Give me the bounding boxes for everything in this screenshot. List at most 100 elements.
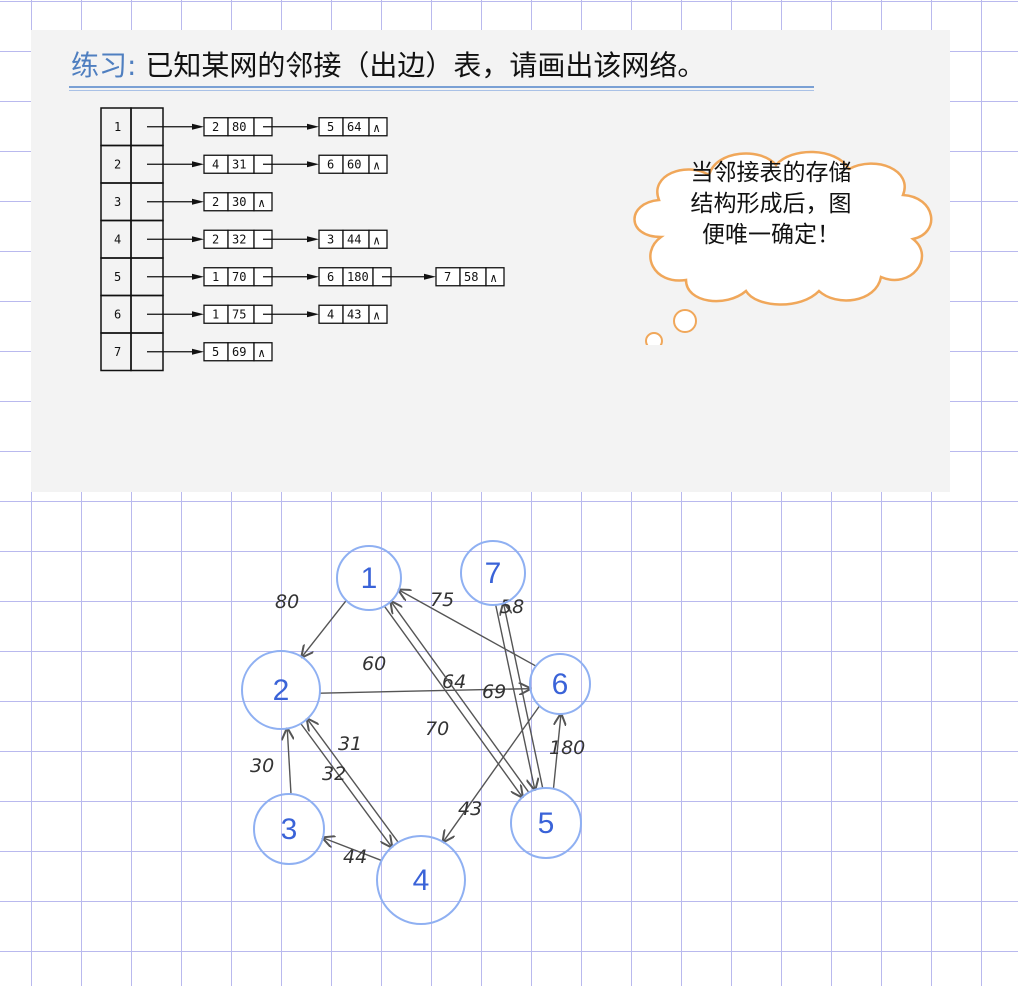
edge-node-next — [368, 154, 388, 174]
vertex-label: 2 — [114, 157, 121, 171]
graph-edge — [443, 705, 540, 842]
null-symbol: ∧ — [373, 158, 380, 172]
edge-node-next — [368, 117, 388, 137]
link-arrowhead — [192, 123, 204, 130]
cloud-line: 结构形成后，图 — [690, 191, 852, 217]
thought-cloud — [633, 150, 933, 345]
edge-weight-label: 58 — [464, 270, 478, 284]
vertex-label: 6 — [114, 307, 121, 321]
graph-node — [241, 650, 321, 730]
edge-weight-label: 70 — [232, 270, 246, 284]
graph-node — [376, 835, 466, 925]
edge-weight: 44 — [343, 846, 367, 868]
graph-node — [253, 793, 325, 865]
edge-to-label: 4 — [212, 157, 219, 171]
edge-node-next — [368, 304, 388, 324]
title-label: 练习: — [71, 49, 137, 82]
edge-to-label: 6 — [327, 270, 334, 284]
graph-edge — [495, 604, 535, 789]
graph-edge — [399, 590, 537, 667]
edge-weight-label: 180 — [347, 270, 369, 284]
link-arrowhead — [192, 311, 204, 318]
edge-weight: 32 — [322, 763, 346, 785]
title-rule — [69, 86, 814, 88]
graph-edge — [552, 714, 560, 789]
link-arrowhead — [192, 236, 204, 243]
graph-node — [529, 653, 591, 715]
link-arrowhead — [307, 123, 319, 130]
edge-weight: 70 — [425, 718, 449, 740]
edge-node-next — [253, 192, 273, 212]
vertex-label: 5 — [114, 270, 121, 284]
edge-weight: 30 — [250, 755, 274, 777]
graph-edge — [302, 600, 347, 657]
vertex-label: 3 — [114, 195, 121, 209]
edge-to-label: 2 — [212, 195, 219, 209]
edge-weight-label: 32 — [232, 232, 246, 246]
graph-edge — [307, 719, 399, 843]
edge-weight-label: 31 — [232, 157, 246, 171]
link-arrowhead — [192, 273, 204, 280]
graph-edge — [300, 723, 392, 847]
graph-node — [510, 787, 582, 859]
graph-edge — [383, 605, 522, 797]
node-label: 5 — [538, 807, 555, 840]
node-label: 7 — [485, 557, 502, 590]
edge-weight-label: 64 — [347, 120, 361, 134]
edge-weight: 180 — [549, 737, 585, 759]
edge-weight: 31 — [338, 733, 362, 755]
graph-edge — [391, 602, 530, 793]
link-arrowhead — [307, 273, 319, 280]
edge-to-label: 1 — [212, 307, 219, 321]
edge-weight-label: 43 — [347, 307, 361, 321]
edge-to-label: 2 — [212, 232, 219, 246]
vertex-label: 1 — [114, 120, 121, 134]
cloud-text: 当邻接表的存储 结构形成后，图 便唯一确定！ — [651, 158, 891, 251]
edge-weight: 43 — [458, 798, 482, 820]
link-arrowhead — [192, 198, 204, 205]
edge-to-label: 6 — [327, 157, 334, 171]
link-arrowhead — [424, 273, 436, 280]
edge-to-label: 7 — [444, 270, 451, 284]
node-label: 2 — [273, 674, 290, 707]
edge-weight-label: 69 — [232, 345, 246, 359]
graph-edge — [320, 689, 530, 694]
edge-node-next — [253, 342, 273, 362]
graph-edge — [504, 603, 544, 789]
vertex-label: 4 — [114, 232, 121, 246]
node-label: 1 — [361, 562, 378, 595]
graph-node — [336, 545, 402, 611]
edge-weight-label: 60 — [347, 157, 361, 171]
null-symbol: ∧ — [490, 271, 497, 285]
edge-weight-label: 80 — [232, 120, 246, 134]
cloud-line: 当邻接表的存储 — [690, 160, 852, 186]
graph-edge — [323, 838, 382, 862]
edge-weight-label: 44 — [347, 232, 361, 246]
null-symbol: ∧ — [373, 121, 380, 135]
link-arrowhead — [307, 236, 319, 243]
null-symbol: ∧ — [373, 233, 380, 247]
null-symbol: ∧ — [373, 308, 380, 322]
edge-to-label: 2 — [212, 120, 219, 134]
edge-weight: 60 — [362, 653, 386, 675]
link-arrowhead — [192, 161, 204, 168]
null-symbol: ∧ — [258, 196, 265, 210]
link-arrowhead — [307, 161, 319, 168]
node-label: 4 — [413, 864, 430, 897]
edge-weight-label: 30 — [232, 195, 246, 209]
edge-node-next — [485, 267, 505, 287]
title-rule-thin — [69, 90, 814, 91]
edge-weight: 80 — [275, 591, 299, 613]
edge-to-label: 4 — [327, 307, 334, 321]
null-symbol: ∧ — [258, 346, 265, 360]
edge-to-label: 3 — [327, 232, 334, 246]
edge-to-label: 5 — [212, 345, 219, 359]
link-arrowhead — [307, 311, 319, 318]
link-arrowhead — [192, 348, 204, 355]
edge-weight: 69 — [482, 681, 506, 703]
edge-to-label: 1 — [212, 270, 219, 284]
edge-weight: 64 — [442, 671, 466, 693]
